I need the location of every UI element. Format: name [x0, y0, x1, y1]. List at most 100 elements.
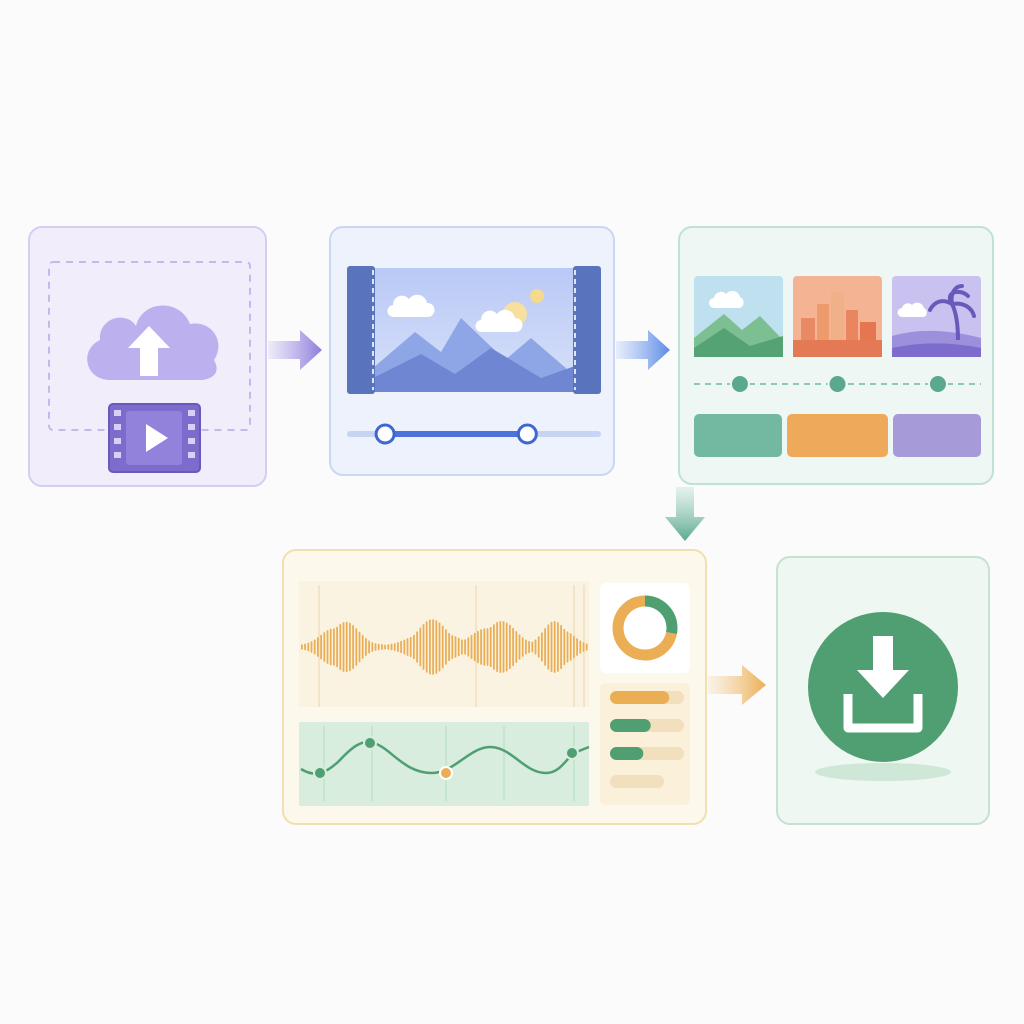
waveform-bar [387, 644, 390, 650]
waveform-bar [457, 637, 460, 657]
waveform-bar [393, 642, 396, 652]
waveform-bar [547, 624, 550, 670]
waveform-bar [384, 644, 386, 650]
waveform-bar [355, 628, 358, 666]
waveform-bar [307, 642, 310, 652]
waveform-bar [301, 644, 303, 650]
waveform-bar [528, 640, 530, 654]
waveform-bar [560, 624, 562, 670]
waveform-bar [317, 637, 319, 657]
waveform-bar [448, 632, 450, 662]
waveform-bar [432, 619, 434, 675]
level-fill-3 [610, 747, 644, 760]
waveform-bar [467, 637, 470, 657]
waveform-bar [489, 626, 492, 668]
donut-chart-icon [612, 595, 678, 661]
city-thumbnail-icon[interactable] [793, 276, 882, 357]
timeline-marker-2[interactable] [827, 374, 848, 394]
trim-handles-icon[interactable] [347, 266, 601, 394]
waveform-bar [553, 620, 556, 674]
waveform-bar [333, 628, 335, 666]
waveform-bar [512, 627, 514, 667]
waveform-bar [563, 628, 566, 666]
landscape-image-icon [373, 268, 575, 392]
trim-start-handle[interactable] [374, 423, 396, 445]
waveform-bar [509, 624, 511, 670]
waveform-bar [505, 622, 508, 672]
waveform-bar [339, 623, 342, 671]
waveform-bar [406, 638, 409, 656]
waveform-bar [480, 629, 482, 665]
waveform-bar [573, 635, 575, 659]
level-fill-1 [610, 691, 670, 704]
scenes-step-card[interactable] [678, 226, 994, 485]
download-step-card[interactable] [776, 556, 990, 825]
trim-step-card[interactable] [329, 226, 615, 476]
waveform-bar [493, 624, 495, 670]
waveform-bar [483, 628, 486, 666]
level-fill-2 [610, 719, 651, 732]
waveform-bar [429, 619, 431, 675]
waveform-bar [371, 642, 374, 652]
scene-clip-2[interactable] [787, 414, 888, 457]
film-play-icon [108, 403, 201, 473]
scene-clip-3[interactable] [893, 414, 981, 457]
download-illustration [808, 612, 958, 781]
arrow-right-icon [268, 330, 322, 370]
waveform-bar [435, 620, 438, 674]
waveform-bar [557, 622, 559, 672]
waveform-bar [425, 621, 428, 673]
waveform-bar [403, 639, 406, 655]
waveform-bar [502, 621, 505, 673]
waveform-bar [521, 637, 524, 657]
curve-graph-icon [300, 726, 590, 801]
waveform-bar [358, 631, 361, 663]
trim-end-handle[interactable] [516, 423, 538, 445]
audio-illustration [299, 581, 690, 806]
scene-clip-1[interactable] [694, 414, 782, 457]
arrow-down-icon [665, 487, 705, 541]
waveform-bar [310, 641, 313, 653]
waveform-bar [531, 641, 534, 653]
waveform-bar [374, 643, 377, 651]
waveform-bar [486, 628, 489, 666]
timeline-marker-1[interactable] [729, 374, 750, 394]
donut-segment-2 [612, 595, 678, 661]
waveform-bar [441, 625, 444, 669]
waveform-bar [454, 636, 457, 658]
waveform-bar [342, 622, 345, 672]
waveform-bar [544, 628, 546, 666]
cloud-upload-icon [87, 305, 219, 380]
waveform-bar [377, 643, 380, 651]
waveform-bar [451, 634, 454, 660]
waveform-bar [413, 634, 415, 660]
waveform-bar [329, 628, 332, 666]
trim-range-fill [385, 431, 528, 437]
upload-step-card[interactable] [28, 226, 267, 487]
download-icon[interactable] [808, 612, 958, 762]
audio-step-card[interactable] [282, 549, 707, 825]
mountain-thumbnail-icon[interactable] [694, 276, 783, 357]
waveform-bar [537, 636, 540, 658]
shadow [815, 763, 951, 781]
waveform-bar [582, 642, 585, 652]
waveform-bar [515, 631, 518, 663]
waveform-bar [409, 636, 412, 658]
upload-illustration [48, 261, 251, 473]
waveform-bar [477, 630, 479, 664]
waveform-icon [301, 619, 588, 675]
waveform-bar [381, 644, 383, 650]
waveform-bar [550, 621, 553, 673]
waveform-bar [496, 622, 498, 672]
arrow-right-icon [708, 665, 766, 705]
beach-thumbnail-icon[interactable] [892, 276, 981, 357]
timeline-marker-3[interactable] [927, 374, 948, 394]
waveform-bar [397, 641, 399, 653]
waveform-bar [518, 634, 521, 660]
waveform-bar [569, 633, 572, 661]
waveform-bar [390, 643, 393, 651]
waveform-bar [525, 639, 527, 655]
waveform-bar [461, 639, 463, 655]
timeline-icon[interactable] [694, 374, 981, 394]
range-slider-icon[interactable] [347, 423, 601, 445]
